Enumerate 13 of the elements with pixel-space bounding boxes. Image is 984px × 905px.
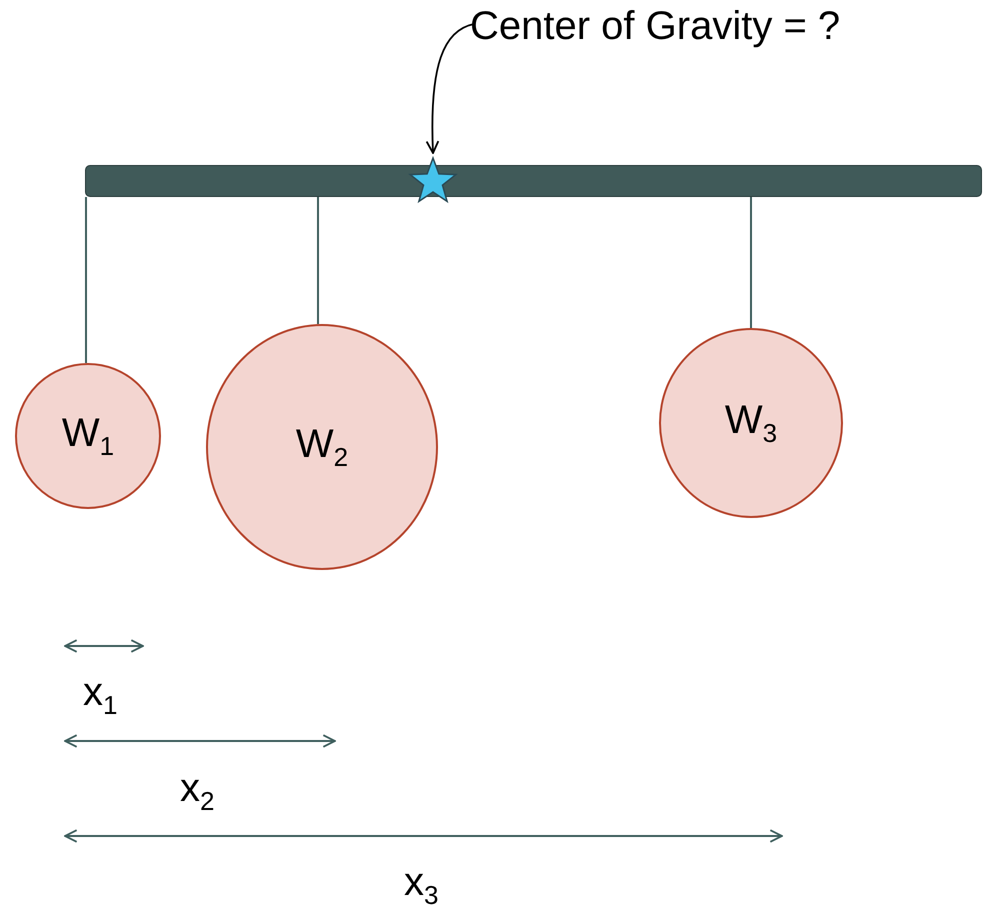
dimension-label: x$_{1}$ bbox=[83, 672, 118, 718]
weight-label: W$_{1}$ bbox=[62, 413, 114, 459]
hanging-string bbox=[85, 197, 87, 364]
star-marker bbox=[408, 155, 458, 205]
leader-arrow bbox=[426, 23, 474, 154]
question-label: Center of Gravity = ? bbox=[470, 6, 840, 46]
weight-label: W$_{3}$ bbox=[724, 400, 778, 446]
weight-label: W$_{2}$ bbox=[296, 424, 348, 470]
dimension-label: x$_{3}$ bbox=[404, 862, 438, 905]
dimension-label: x$_{2}$ bbox=[180, 768, 214, 814]
hanging-string bbox=[750, 197, 752, 328]
beam bbox=[85, 165, 982, 197]
hanging-string bbox=[317, 197, 319, 324]
